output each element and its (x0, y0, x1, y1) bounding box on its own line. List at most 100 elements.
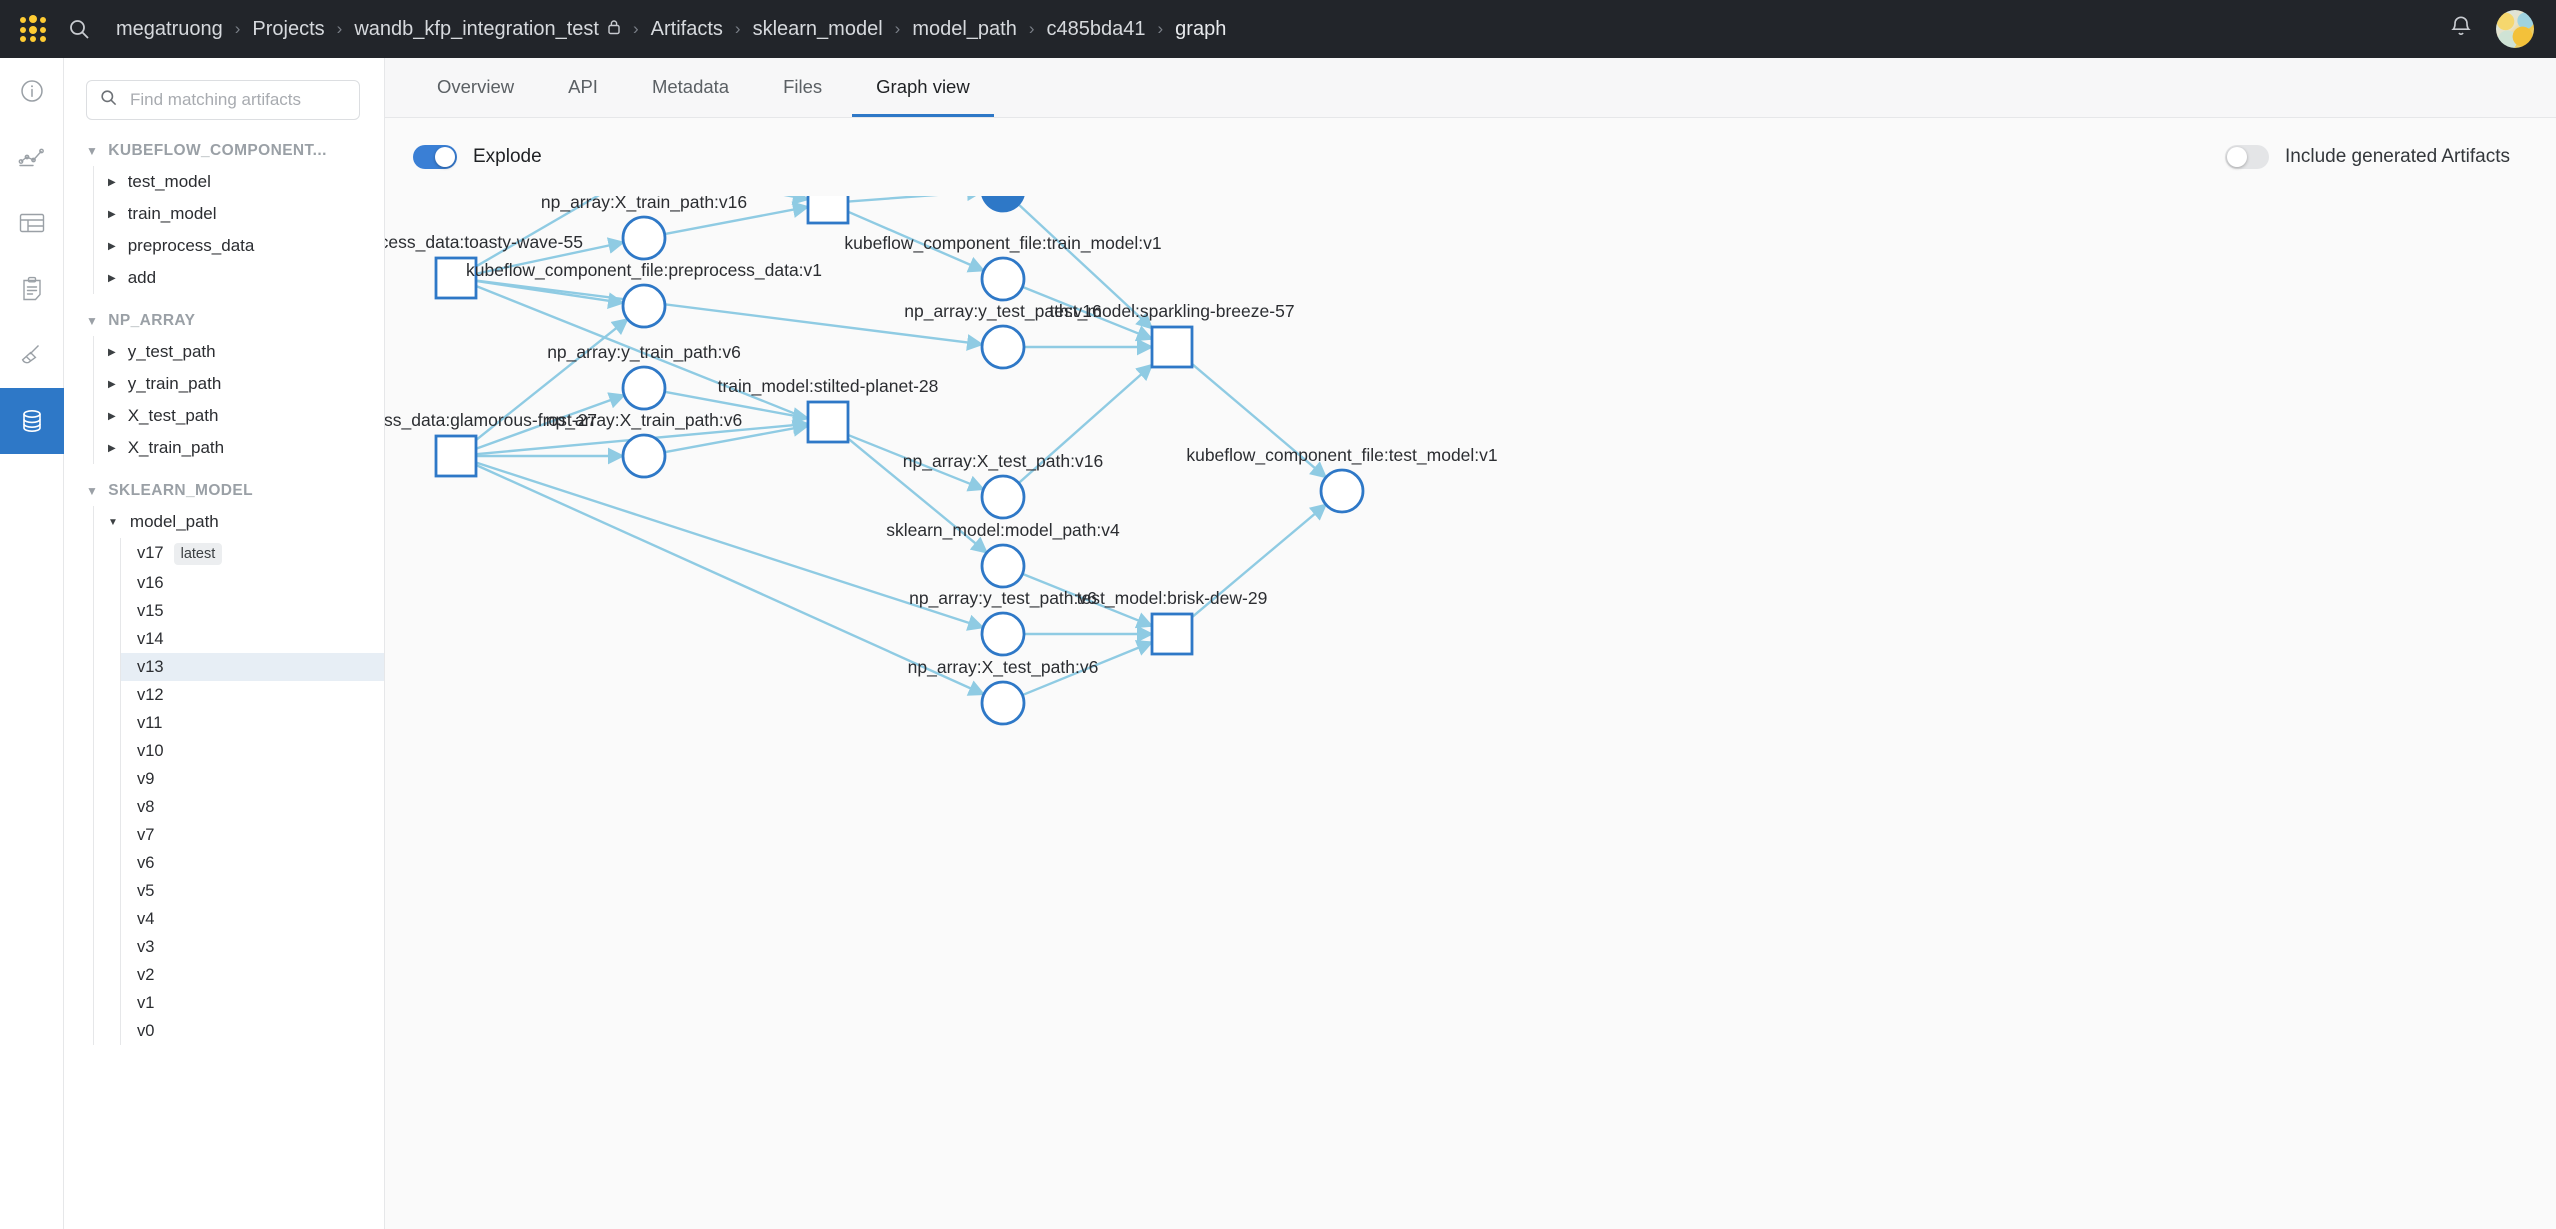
graph-node[interactable]: preprocess_data:glamorous-frost-27 (385, 410, 597, 478)
artifact-node-shape[interactable] (981, 196, 1025, 213)
tab-graph-view[interactable]: Graph view (852, 59, 994, 117)
graph-node[interactable]: kubeflow_component_file:test_model:v1 (1186, 445, 1498, 514)
graph-node[interactable]: np_array:X_test_path:v16 (903, 451, 1103, 520)
rail-item-info[interactable] (0, 58, 64, 124)
version-item-v3[interactable]: v3 (121, 933, 384, 961)
tree-group-kubeflow-component[interactable]: ▼ KUBEFLOW_COMPONENT... (64, 136, 384, 166)
version-item-v15[interactable]: v15 (121, 597, 384, 625)
artifact-node-shape[interactable] (980, 474, 1026, 520)
rail-item-sweeps[interactable] (0, 322, 64, 388)
chevron-right-icon: ▶ (108, 410, 116, 422)
version-item-v8[interactable]: v8 (121, 793, 384, 821)
breadcrumb-item-0[interactable]: megatruong (106, 14, 233, 45)
tree-group-np-array[interactable]: ▼ NP_ARRAY (64, 306, 384, 336)
run-node-shape[interactable] (806, 400, 850, 444)
tree-type-preprocess-data[interactable]: ▶ preprocess_data (94, 230, 384, 262)
breadcrumb-item-1[interactable]: Projects (242, 14, 334, 45)
artifact-node-shape[interactable] (980, 680, 1026, 726)
graph-node[interactable]: np_array:X_test_path:v6 (908, 657, 1099, 726)
run-node-shape[interactable] (434, 256, 478, 300)
artifact-lineage-graph[interactable]: np_array:y_train_path:v16np_array:X_trai… (385, 196, 2556, 1229)
graph-node[interactable]: sklearn_model:model_path:v4 (886, 520, 1120, 589)
version-item-v11[interactable]: v11 (121, 709, 384, 737)
artifact-search-box[interactable] (86, 80, 360, 120)
graph-node[interactable]: train_model:stilted-planet-28 (718, 376, 939, 444)
version-item-v5[interactable]: v5 (121, 877, 384, 905)
version-item-v16[interactable]: v16 (121, 569, 384, 597)
breadcrumb-item-4[interactable]: sklearn_model (743, 14, 893, 45)
tab-metadata[interactable]: Metadata (651, 75, 730, 97)
tree-type-x-train-path[interactable]: ▶ X_train_path (94, 432, 384, 464)
version-item-v14[interactable]: v14 (121, 625, 384, 653)
graph-node[interactable]: test_model:brisk-dew-29 (1077, 588, 1268, 656)
version-item-v12[interactable]: v12 (121, 681, 384, 709)
tree-type-y-test-path[interactable]: ▶ y_test_path (94, 336, 384, 368)
graph-node[interactable]: np_array:y_test_path:v6 (909, 588, 1097, 657)
graph-node[interactable]: train_model:treasured-morning-56 (696, 196, 961, 225)
artifact-node-shape[interactable] (621, 365, 667, 411)
graph-canvas[interactable]: np_array:y_train_path:v16np_array:X_trai… (385, 196, 2556, 1229)
breadcrumb-item-3[interactable]: Artifacts (641, 14, 733, 45)
artifact-node-shape[interactable] (980, 256, 1026, 302)
graph-node[interactable]: kubeflow_component_file:preprocess_data:… (466, 260, 822, 329)
wandb-dots-logo[interactable] (18, 14, 48, 44)
version-item-v13[interactable]: v13 (121, 653, 384, 682)
graph-node[interactable]: np_array:X_train_path:v6 (546, 410, 743, 479)
avatar[interactable] (2496, 10, 2534, 48)
rail-item-charts[interactable] (0, 124, 64, 190)
graph-node[interactable]: sklearn_model:model_path:v13 (881, 196, 1124, 213)
artifact-node-shape[interactable] (980, 543, 1026, 589)
graph-node[interactable]: test_model:sparkling-breeze-57 (1049, 301, 1295, 369)
rail-item-reports[interactable] (0, 256, 64, 322)
rail-item-tables[interactable] (0, 190, 64, 256)
tree-type-x-test-path[interactable]: ▶ X_test_path (94, 400, 384, 432)
tree-type-y-train-path[interactable]: ▶ y_train_path (94, 368, 384, 400)
tree-type-model-path[interactable]: ▼ model_path (94, 506, 384, 538)
run-node-shape[interactable] (1150, 612, 1194, 656)
include-generated-toggle[interactable] (2225, 145, 2270, 169)
version-item-v10[interactable]: v10 (121, 737, 384, 765)
artifact-node-shape[interactable] (980, 611, 1026, 657)
tab-api[interactable]: API (568, 75, 598, 97)
version-item-v7[interactable]: v7 (121, 821, 384, 849)
run-node-shape[interactable] (806, 196, 850, 225)
tree-group-sklearn-model[interactable]: ▼ SKLEARN_MODEL (64, 476, 384, 506)
explode-toggle[interactable] (413, 145, 457, 169)
graph-node[interactable]: np_array:y_test_path:v16 (904, 301, 1102, 370)
version-item-v2[interactable]: v2 (121, 961, 384, 989)
graph-node[interactable]: np_array:y_train_path:v6 (547, 342, 741, 411)
breadcrumb-item-2[interactable]: wandb_kfp_integration_test (344, 14, 631, 45)
graph-node[interactable]: preprocess_data:toasty-wave-55 (385, 232, 583, 300)
tree-type-add[interactable]: ▶ add (94, 262, 384, 294)
bell-icon[interactable] (2448, 14, 2474, 45)
run-node-shape[interactable] (1150, 325, 1194, 369)
version-item-v0[interactable]: v0 (121, 1017, 384, 1045)
artifact-node-shape[interactable] (1319, 468, 1365, 514)
breadcrumb-separator: › (734, 19, 741, 38)
tab-overview[interactable]: Overview (437, 75, 515, 97)
rail-item-artifacts[interactable] (0, 388, 64, 454)
graph-node[interactable]: kubeflow_component_file:train_model:v1 (844, 233, 1162, 302)
search-input[interactable] (128, 89, 347, 111)
artifact-node-shape[interactable] (621, 283, 667, 329)
version-item-v1[interactable]: v1 (121, 989, 384, 1017)
tab-files[interactable]: Files (783, 75, 823, 97)
explode-toggle-group[interactable]: Explode (413, 145, 542, 169)
breadcrumb-item-7[interactable]: graph (1165, 14, 1236, 45)
tree-type-test-model[interactable]: ▶ test_model (94, 166, 384, 198)
artifact-node-shape[interactable] (621, 215, 667, 261)
version-item-v17[interactable]: v17 latest (121, 538, 384, 569)
breadcrumb-item-6[interactable]: c485bda41 (1037, 14, 1156, 45)
artifact-node-shape[interactable] (621, 433, 667, 479)
include-generated-toggle-group[interactable]: Include generated Artifacts (2225, 145, 2528, 169)
graph-nodes[interactable]: np_array:y_train_path:v16np_array:X_trai… (385, 196, 1498, 726)
graph-node[interactable]: np_array:X_train_path:v16 (541, 196, 747, 261)
search-icon[interactable] (62, 12, 96, 46)
version-item-v6[interactable]: v6 (121, 849, 384, 877)
run-node-shape[interactable] (434, 434, 478, 478)
tree-type-train-model[interactable]: ▶ train_model (94, 198, 384, 230)
artifact-node-shape[interactable] (980, 324, 1026, 370)
version-item-v9[interactable]: v9 (121, 765, 384, 793)
breadcrumb-item-5[interactable]: model_path (902, 14, 1027, 45)
version-item-v4[interactable]: v4 (121, 905, 384, 933)
